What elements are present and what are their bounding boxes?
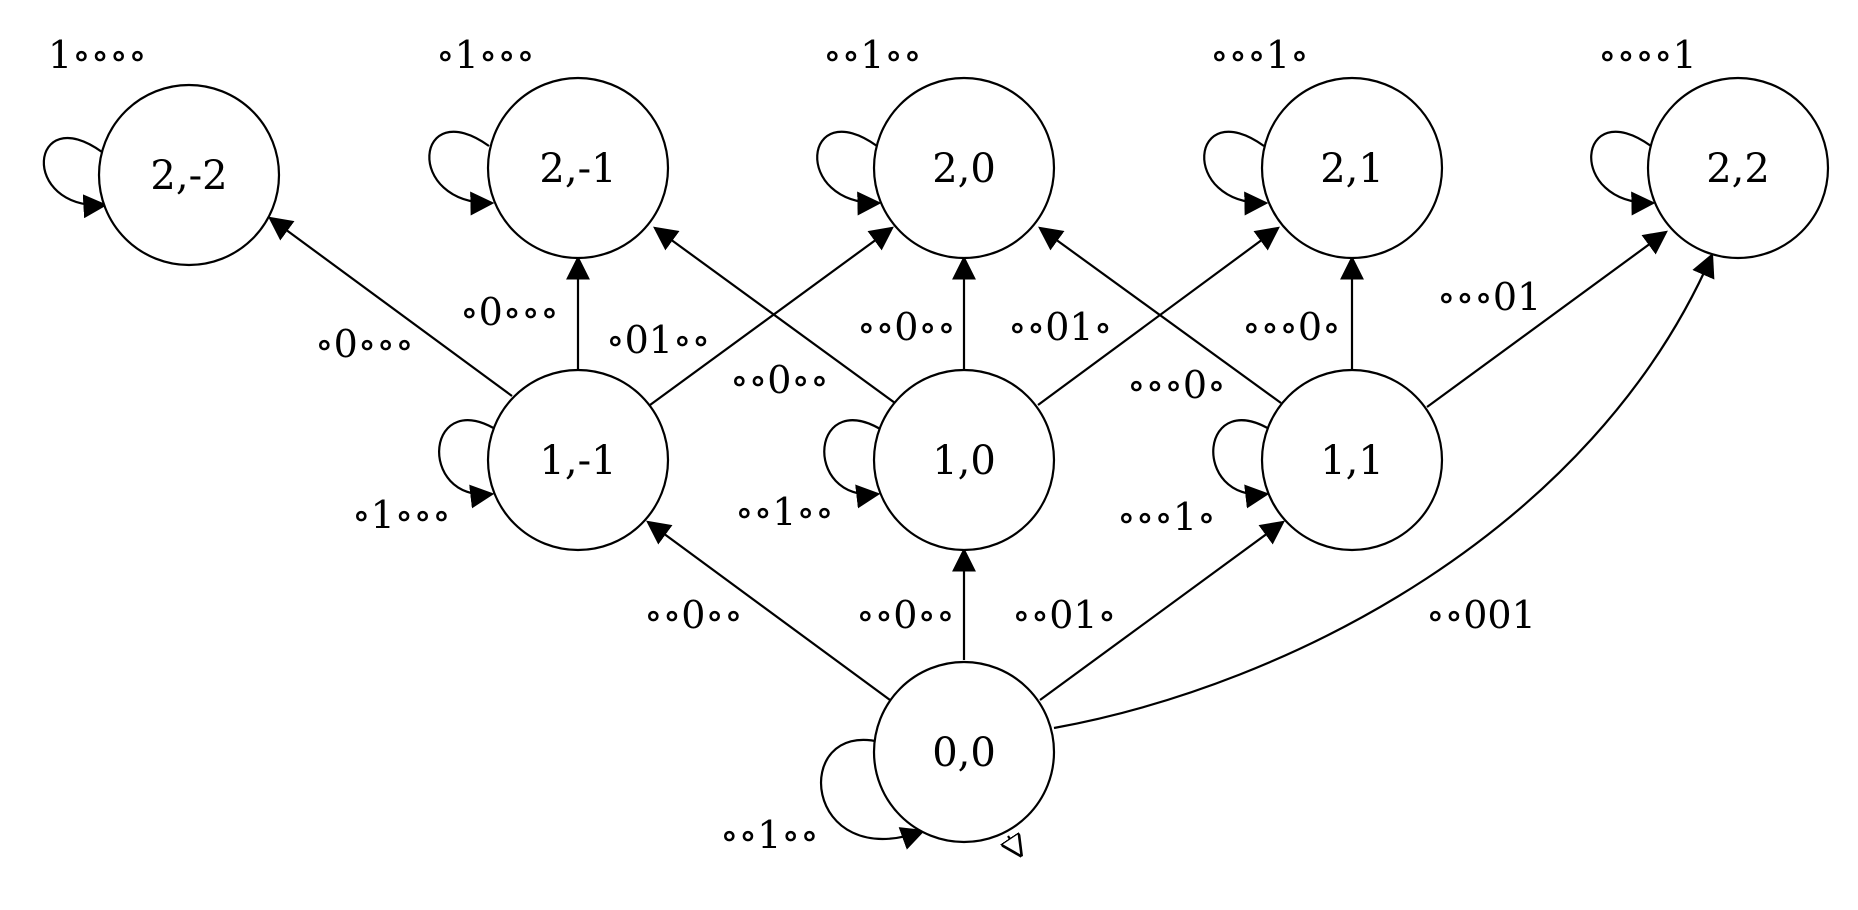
- edge-1m1-to-20: [649, 226, 894, 406]
- loop-11: [1212, 419, 1278, 509]
- state-2-0: 2,0: [872, 76, 1056, 260]
- edge-10-to-21: [1037, 226, 1280, 406]
- state-label: 2,1: [1320, 146, 1384, 192]
- edge-label-loop-1m1: ∘1∘∘∘: [352, 493, 451, 537]
- edge-label-1m1-2m1: ∘0∘∘∘: [460, 290, 559, 334]
- edge-label-10-20: ∘∘0∘∘: [857, 305, 956, 349]
- edge-label-00-10: ∘∘0∘∘: [856, 593, 955, 637]
- loop-1m1: [438, 419, 504, 509]
- edge-label-loop-2m2: 1∘∘∘∘: [48, 33, 147, 77]
- edge-label-00-1m1: ∘∘0∘∘: [644, 593, 743, 637]
- state-1-m1: 1,-1: [486, 368, 670, 552]
- state-label: 2,2: [1706, 146, 1770, 192]
- loop-2m2: [42, 136, 108, 219]
- edge-label-1m1-20: ∘01∘∘: [606, 318, 710, 362]
- state-label: 1,0: [932, 438, 996, 484]
- state-label: 2,-1: [539, 146, 616, 192]
- edge-00-to-22: [1053, 252, 1715, 730]
- edge-label-loop-22: ∘∘∘∘1: [1598, 33, 1697, 77]
- edge-11-to-20: [1038, 226, 1282, 404]
- edge-10-to-2m1: [653, 226, 896, 404]
- edge-label-11-20: ∘∘∘0∘: [1127, 363, 1226, 407]
- edge-label-11-22: ∘∘∘01: [1437, 275, 1541, 319]
- state-label: 2,-2: [150, 153, 227, 199]
- loop-00: [820, 738, 926, 850]
- edge-label-loop-21: ∘∘∘1∘: [1210, 33, 1309, 77]
- edge-11-to-22: [1426, 230, 1668, 408]
- loop-22: [1590, 130, 1656, 216]
- edge-label-10-21: ∘∘01∘: [1008, 305, 1112, 349]
- edge-label-00-11: ∘∘01∘: [1012, 593, 1116, 637]
- state-2-p2: 2,2: [1646, 76, 1830, 260]
- state-1-p1: 1,1: [1260, 368, 1444, 552]
- edge-label-loop-00: ∘∘1∘∘: [720, 813, 819, 857]
- state-1-0: 1,0: [872, 368, 1056, 552]
- state-label: 0,0: [932, 730, 996, 776]
- loop-20: [816, 130, 882, 216]
- edge-label-1m1-2m2: ∘0∘∘∘: [315, 322, 414, 366]
- state-label: 1,1: [1320, 438, 1384, 484]
- state-2-m2: 2,-2: [97, 83, 281, 267]
- edge-label-loop-10: ∘∘1∘∘: [735, 490, 834, 534]
- state-2-m1: 2,-1: [486, 76, 670, 260]
- loop-2m1: [428, 130, 495, 216]
- state-2-p1: 2,1: [1260, 76, 1444, 260]
- edge-label-loop-11: ∘∘∘1∘: [1117, 495, 1216, 539]
- loop-21: [1203, 130, 1269, 216]
- initial-marker: [1008, 836, 1012, 842]
- edge-label-loop-20: ∘∘1∘∘: [823, 33, 922, 77]
- edge-label-10-2m1: ∘∘0∘∘: [730, 358, 829, 402]
- edge-label-00-22: ∘∘001: [1426, 593, 1536, 637]
- edge-1m1-to-2m2: [268, 216, 513, 397]
- edge-label-loop-2m1: ∘1∘∘∘: [436, 33, 535, 77]
- edge-00-to-11: [1039, 520, 1285, 701]
- state-label: 2,0: [932, 146, 996, 192]
- state-label: 1,-1: [539, 438, 616, 484]
- edge-label-11-21: ∘∘∘0∘: [1242, 305, 1341, 349]
- state-0-0: 0,0: [872, 660, 1056, 844]
- loop-10: [823, 419, 889, 509]
- edge-00-to-1m1: [646, 520, 891, 701]
